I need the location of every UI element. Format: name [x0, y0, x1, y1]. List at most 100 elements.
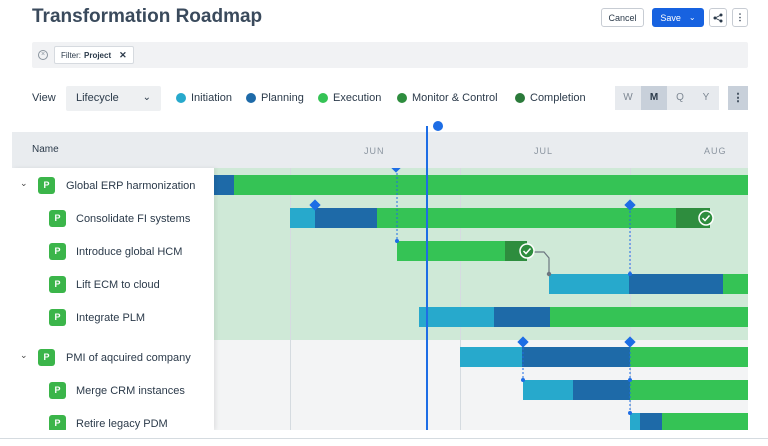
project-badge-icon: P — [49, 210, 66, 227]
more-options-button[interactable]: ⋮ — [732, 8, 748, 27]
legend-dot-icon — [246, 93, 256, 103]
phase-initiation — [460, 347, 522, 367]
tree-row-global-hcm[interactable]: P Introduce global HCM — [12, 234, 214, 267]
phase-planning — [640, 413, 662, 430]
view-select[interactable]: Lifecycle ⌄ — [66, 86, 161, 111]
month-gridline — [630, 168, 631, 430]
page-title: Transformation Roadmap — [32, 6, 263, 27]
timeline-header: JUN JUL AUG — [214, 132, 748, 168]
cancel-button[interactable]: Cancel — [601, 8, 644, 27]
phase-execution — [234, 175, 748, 195]
gantt-bar-integrate-plm[interactable] — [419, 307, 748, 327]
phase-initiation — [419, 307, 494, 327]
project-badge-icon: P — [38, 349, 55, 366]
filter-chip[interactable]: Filter: Project ✕ — [54, 46, 134, 64]
phase-execution — [377, 208, 676, 228]
project-badge-icon: P — [49, 309, 66, 326]
gantt-bar-global-erp[interactable] — [214, 175, 748, 195]
legend-label: Completion — [530, 92, 586, 104]
row-name: Retire legacy PDM — [76, 418, 168, 430]
share-icon — [713, 13, 723, 22]
name-column-header[interactable]: Name — [12, 132, 214, 168]
phase-monitor — [505, 241, 527, 261]
project-badge-icon: P — [49, 243, 66, 260]
row-name: Merge CRM instances — [76, 385, 185, 397]
phase-execution — [550, 307, 748, 327]
tree-row-pmi[interactable]: ⌄ P PMI of aqcuired company — [12, 340, 214, 373]
view-label: View — [32, 92, 56, 104]
legend-item-planning: Planning — [246, 92, 304, 104]
phase-planning — [315, 208, 377, 228]
gantt-bar-consolidate-fi[interactable] — [290, 208, 710, 228]
gantt-bar-pmi[interactable] — [460, 347, 748, 367]
legend-label: Monitor & Control — [412, 92, 498, 104]
row-name: Integrate PLM — [76, 312, 146, 324]
month-label-jun: JUN — [364, 146, 385, 156]
zoom-year-button[interactable]: Y — [693, 86, 719, 110]
tree-row-integrate-plm[interactable]: P Integrate PLM — [12, 300, 214, 333]
gantt-bar-merge-crm[interactable] — [523, 380, 748, 400]
clear-filters-icon[interactable]: × — [38, 50, 48, 60]
row-name: Lift ECM to cloud — [76, 279, 160, 291]
project-badge-icon: P — [38, 177, 55, 194]
save-button[interactable]: Save ⌄ — [652, 8, 704, 27]
today-marker-icon[interactable] — [433, 121, 443, 131]
month-label-aug: AUG — [704, 146, 727, 156]
project-badge-icon: P — [49, 415, 66, 430]
row-name: Consolidate FI systems — [76, 213, 191, 225]
phase-execution — [630, 347, 748, 367]
tree-row-merge-crm[interactable]: P Merge CRM instances — [12, 373, 214, 406]
phase-monitor — [676, 208, 710, 228]
legend-dot-icon — [515, 93, 525, 103]
save-button-label: Save — [660, 12, 681, 23]
row-name: Introduce global HCM — [76, 246, 183, 258]
month-label-jul: JUL — [534, 146, 554, 156]
chevron-down-icon: ⌄ — [142, 92, 151, 103]
share-button[interactable] — [709, 8, 727, 27]
legend-dot-icon — [318, 93, 328, 103]
zoom-quarter-button[interactable]: Q — [667, 86, 693, 110]
zoom-month-button[interactable]: M — [641, 86, 667, 110]
chevron-down-icon[interactable]: ⌄ — [688, 13, 696, 22]
legend-dot-icon — [397, 93, 407, 103]
row-name: PMI of aqcuired company — [66, 352, 191, 364]
phase-initiation — [523, 380, 573, 400]
filter-prefix: Filter: — [61, 50, 81, 60]
tree-row-ecm-cloud[interactable]: P Lift ECM to cloud — [12, 267, 214, 300]
tree-row-consolidate-fi[interactable]: P Consolidate FI systems — [12, 201, 214, 234]
filter-bar: × Filter: Project ✕ — [32, 42, 748, 68]
legend-item-initiation: Initiation — [176, 92, 232, 104]
divider — [0, 438, 768, 439]
toolbar-more-button[interactable]: ⋮ — [728, 86, 748, 110]
gantt-bar-global-hcm[interactable] — [397, 241, 527, 261]
collapse-chevron-icon[interactable]: ⌄ — [20, 178, 28, 188]
row-name: Global ERP harmonization — [66, 180, 196, 192]
tree-row-retire-pdm[interactable]: P Retire legacy PDM — [12, 406, 214, 430]
month-gridline — [290, 168, 291, 430]
phase-execution — [662, 413, 748, 430]
phase-planning — [522, 347, 630, 367]
zoom-week-button[interactable]: W — [615, 86, 641, 110]
phase-planning — [214, 175, 234, 195]
tree-row-global-erp[interactable]: ⌄ P Global ERP harmonization — [12, 168, 214, 201]
collapse-chevron-icon[interactable]: ⌄ — [20, 350, 28, 360]
legend-dot-icon — [176, 93, 186, 103]
remove-filter-icon[interactable]: ✕ — [119, 49, 127, 60]
phase-initiation — [630, 413, 640, 430]
name-header-label: Name — [32, 144, 59, 155]
filter-value: Project — [84, 50, 112, 60]
project-badge-icon: P — [49, 276, 66, 293]
legend-label: Initiation — [191, 92, 232, 104]
project-badge-icon: P — [49, 382, 66, 399]
legend-item-monitor-control: Monitor & Control — [397, 92, 498, 104]
page-header: Transformation Roadmap Cancel Save ⌄ ⋮ — [0, 0, 768, 36]
roadmap-grid: Name JUN JUL AUG ⌄ P Global ERP harmoniz… — [12, 132, 748, 430]
gantt-bar-ecm-cloud[interactable] — [549, 274, 748, 294]
view-select-value: Lifecycle — [76, 92, 119, 104]
row-names-panel: ⌄ P Global ERP harmonization P Consolida… — [12, 168, 214, 430]
phase-planning — [494, 307, 550, 327]
legend-label: Execution — [333, 92, 382, 104]
phase-planning — [629, 274, 723, 294]
gantt-bar-retire-pdm[interactable] — [630, 413, 748, 430]
phase-planning — [573, 380, 630, 400]
